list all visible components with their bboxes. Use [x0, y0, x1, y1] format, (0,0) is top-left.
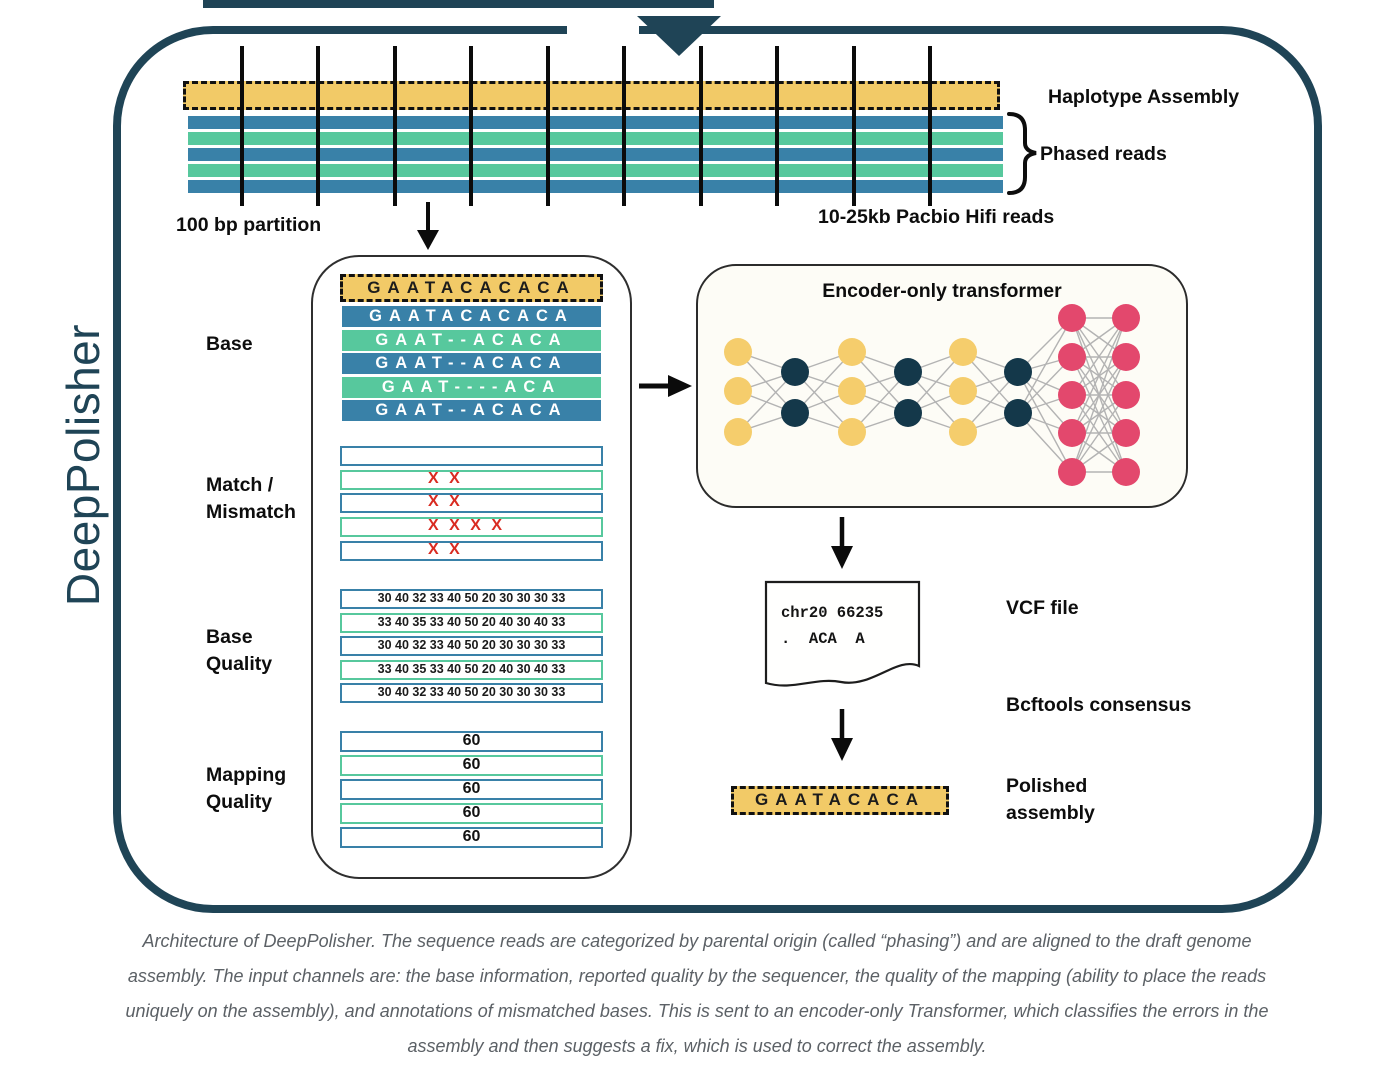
- transformer-title: Encoder-only transformer: [822, 280, 1062, 302]
- haplotype-assembly-bar: [183, 81, 1000, 110]
- flow-arrow-triangle: [637, 16, 721, 56]
- partition-line: [393, 46, 397, 206]
- haplotype-assembly-label: Haplotype Assembly: [1048, 86, 1240, 108]
- base-quality-row-2: 33 40 35 33 40 50 20 40 30 40 33: [340, 613, 603, 633]
- partition-line: [546, 46, 550, 206]
- vcf-record-line1: chr20 66235: [781, 604, 884, 622]
- phased-read-bar-2: [188, 132, 1003, 145]
- phased-reads-label: Phased reads: [1040, 143, 1167, 165]
- border-gap: [567, 23, 639, 37]
- base-row-3: GAAT--ACACA: [342, 353, 601, 374]
- caption-line-3: uniquely on the assembly), and annotatio…: [125, 1001, 1269, 1021]
- bcftools-consensus-label: Bcftools consensus: [1006, 694, 1192, 716]
- base-row-1: GAATACACACA: [342, 306, 601, 327]
- figure-caption: Architecture of DeepPolisher. The sequen…: [62, 924, 1332, 1064]
- mismatch-row-3: X X: [340, 493, 603, 513]
- match-mismatch-section-label: Match / Mismatch: [206, 474, 296, 523]
- phased-read-bar-5: [188, 180, 1003, 193]
- vcf-file-label: VCF file: [1006, 597, 1079, 619]
- mapping-quality-row-2: 60: [340, 755, 603, 776]
- caption-line-1: Architecture of DeepPolisher. The sequen…: [142, 931, 1252, 951]
- partition-line: [316, 46, 320, 206]
- base-row-2: GAAT--ACACA: [342, 330, 601, 351]
- mapping-quality-row-1: 60: [340, 731, 603, 752]
- mismatch-row-2: X X: [340, 470, 603, 490]
- partition-line: [699, 46, 703, 206]
- partition-line: [469, 46, 473, 206]
- base-section-label: Base: [206, 333, 253, 355]
- base-quality-row-3: 30 40 32 33 40 50 20 30 30 30 33: [340, 636, 603, 656]
- polished-assembly-box: GAATACACA: [731, 786, 949, 815]
- partition-line: [775, 46, 779, 206]
- phased-read-bar-1: [188, 116, 1003, 129]
- partition-line: [852, 46, 856, 206]
- top-edge-sliver: [203, 0, 714, 8]
- caption-line-2: assembly. The input channels are: the ba…: [127, 966, 1267, 986]
- phased-read-bar-3: [188, 148, 1003, 161]
- figure-title: DeepPolisher: [57, 323, 109, 607]
- base-quality-row-4: 33 40 35 33 40 50 20 40 30 40 33: [340, 660, 603, 680]
- base-row-4: GAAT----ACA: [342, 377, 601, 398]
- mapping-quality-section-label: Mapping Quality: [206, 764, 287, 813]
- partition-line: [622, 46, 626, 206]
- partition-line: [928, 46, 932, 206]
- vcf-record-line2: . ACA A: [781, 630, 865, 648]
- phased-read-bar-4: [188, 164, 1003, 177]
- base-row-5: GAAT--ACACA: [342, 400, 601, 421]
- base-quality-row-1: 30 40 32 33 40 50 20 30 30 30 33: [340, 589, 603, 609]
- mismatch-row-1: [340, 446, 603, 466]
- pacbio-reads-label: 10-25kb Pacbio Hifi reads: [818, 206, 1055, 228]
- mapping-quality-row-4: 60: [340, 803, 603, 824]
- partition-line: [240, 46, 244, 206]
- base-quality-section-label: Base Quality: [206, 626, 273, 675]
- caption-line-4: assembly and then suggests a fix, which …: [407, 1036, 987, 1056]
- mapping-quality-row-5: 60: [340, 827, 603, 848]
- mismatch-row-5: X X: [340, 541, 603, 561]
- polished-assembly-label: Polished assembly: [1006, 775, 1095, 824]
- assembly-sequence-box: GAATACACACA: [340, 274, 603, 302]
- partition-label: 100 bp partition: [176, 214, 322, 236]
- base-quality-row-5: 30 40 32 33 40 50 20 30 30 30 33: [340, 683, 603, 703]
- mismatch-row-4: X X X X: [340, 517, 603, 537]
- mapping-quality-row-3: 60: [340, 779, 603, 800]
